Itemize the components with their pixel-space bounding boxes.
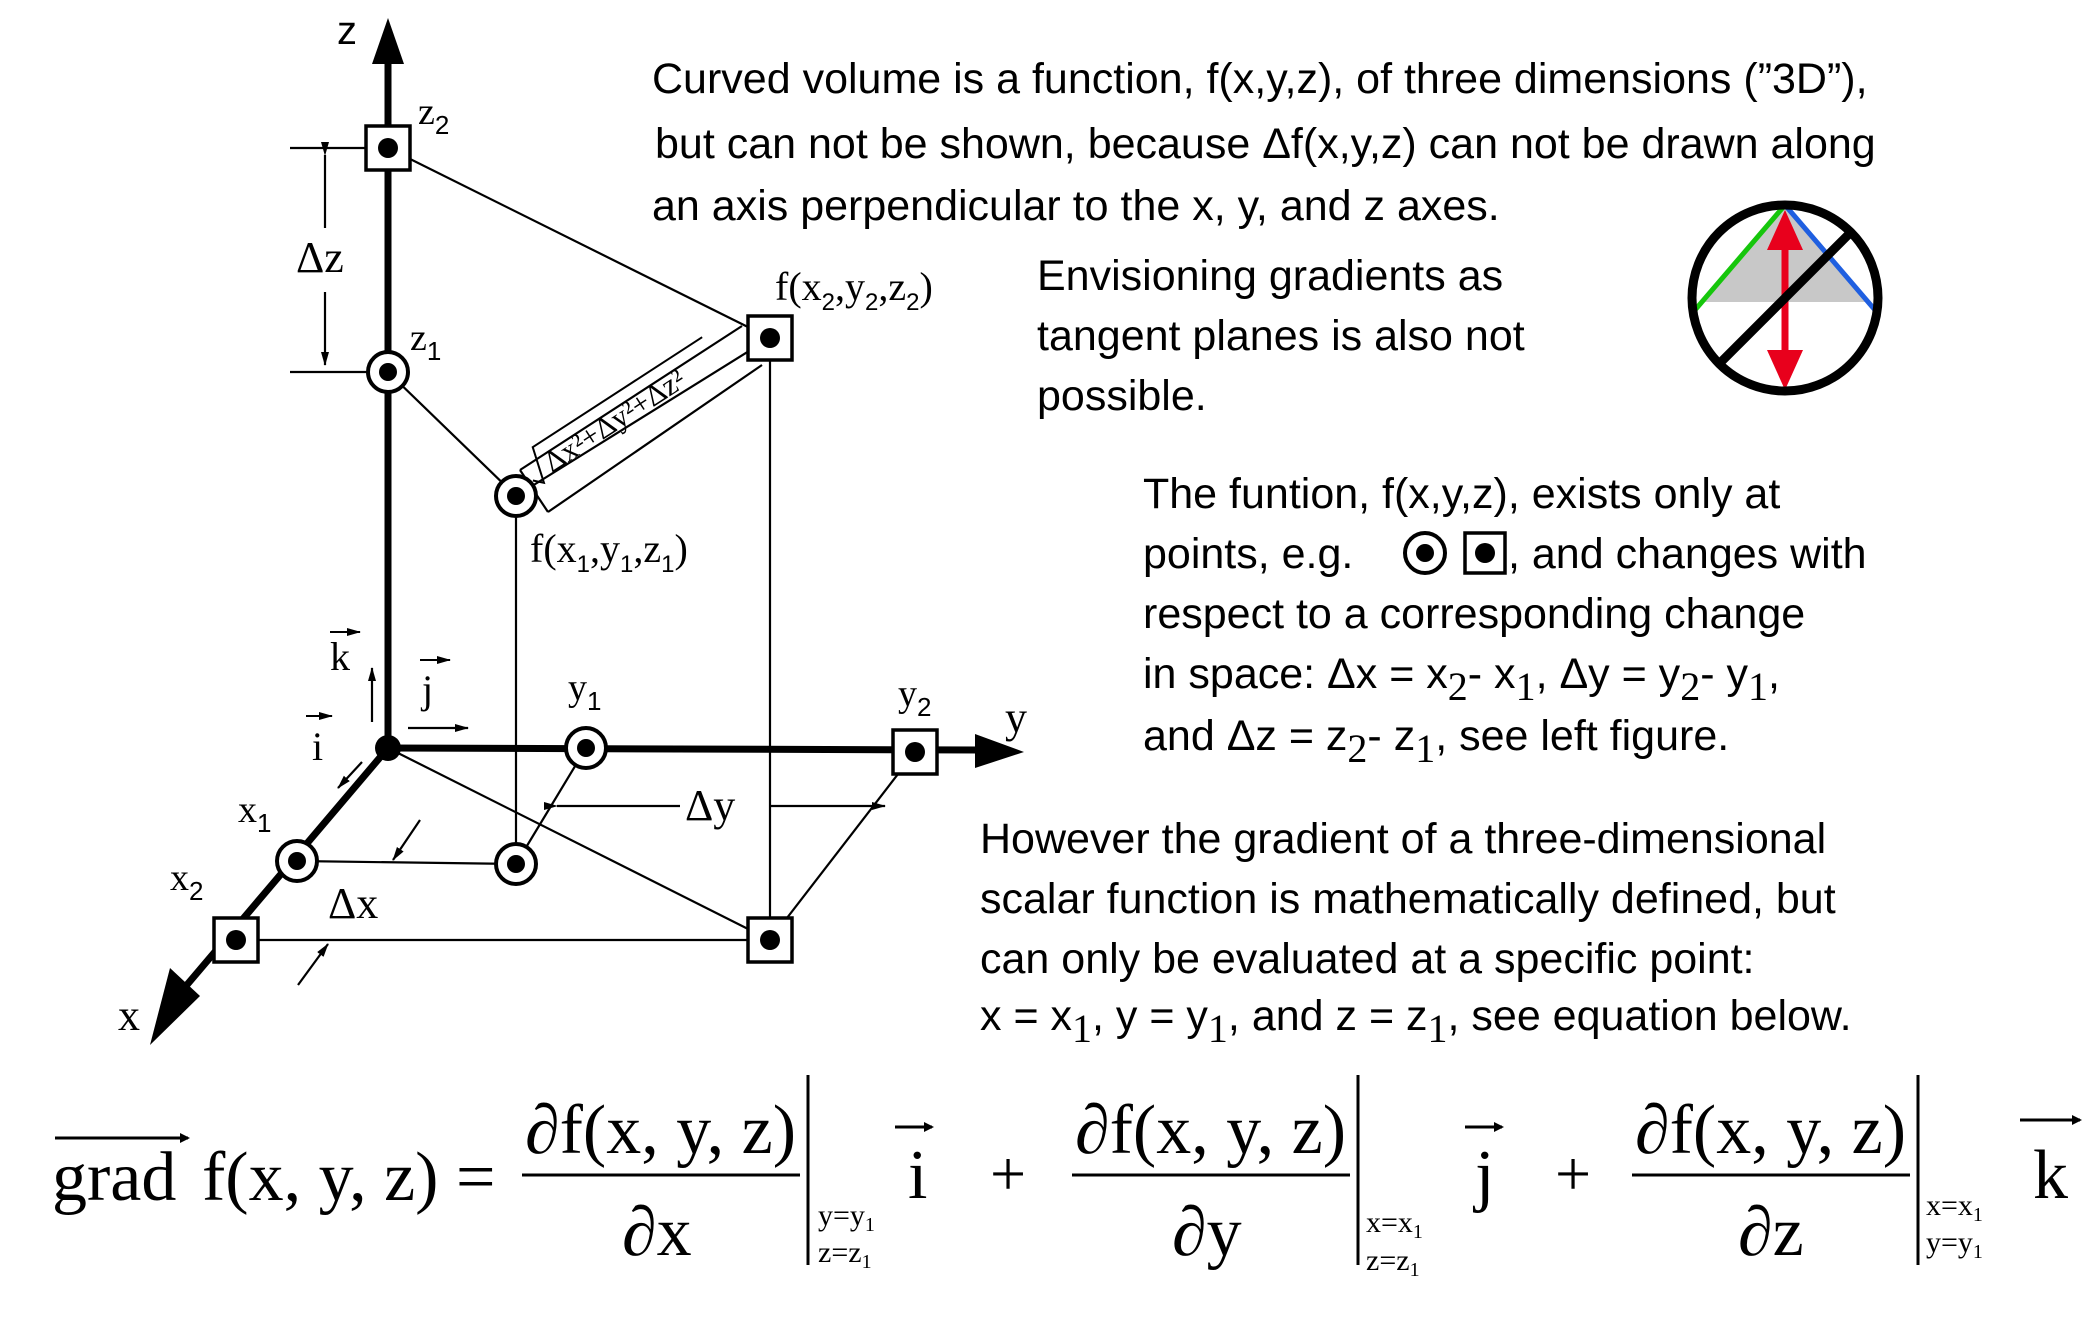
unit-j-label: j (420, 667, 433, 712)
eq-eval-z-1: x=x1 (1926, 1189, 1983, 1226)
marker-z1 (366, 350, 410, 394)
p2-line-2: tangent planes is also not (1037, 312, 1525, 360)
eq-eval-z-2: y=y1 (1926, 1226, 1983, 1263)
eq-num-y: ∂f(x, y, z) (1075, 1092, 1346, 1169)
p4-line-4: x = x1, y = y1, and z = z1, see equation… (980, 992, 1852, 1051)
marker-y2 (891, 728, 939, 776)
x2-label: x2 (170, 857, 203, 906)
eq-eval-x-2: z=z1 (818, 1236, 872, 1273)
p3-line-4: in space: Δx = x2- x1, Δy = y2- y1, (1143, 650, 1780, 709)
eq-num-x: ∂f(x, y, z) (525, 1092, 796, 1169)
inline-square-marker (1463, 531, 1507, 575)
p3-line-2b: , and changes with (1508, 530, 1867, 578)
unit-i-label: i (312, 724, 323, 769)
marker-f1 (494, 474, 538, 518)
marker-x1 (275, 839, 319, 883)
prohibition-sign-icon (1687, 200, 1883, 396)
eq-num-z: ∂f(x, y, z) (1635, 1092, 1906, 1169)
eq-eval-y-2: z=z1 (1366, 1244, 1420, 1281)
y-axis (387, 744, 981, 754)
axis-x-label: x (118, 991, 140, 1040)
dz-label: Δz (296, 233, 344, 282)
marker-f2 (746, 314, 794, 362)
eq-unit-k: k (2033, 1137, 2068, 1214)
p2-line-1: Envisioning gradients as (1037, 252, 1503, 300)
eq-eval-x-1: y=y1 (818, 1199, 875, 1236)
x-axis-arrowhead (150, 968, 200, 1045)
z-axis-arrowhead (372, 18, 404, 64)
paragraph-2: Envisioning gradients as tangent planes … (1037, 252, 1525, 420)
p3-line-3: respect to a corresponding change (1143, 590, 1805, 638)
marker-x1y1 (494, 842, 538, 886)
inline-circle-marker (1403, 531, 1447, 575)
eq-plus-1: + (990, 1138, 1026, 1209)
dx-label: Δx (328, 879, 378, 928)
axis-z-label: z (337, 9, 357, 53)
marker-x2y2 (746, 916, 794, 964)
svg-text:Δx²+Δy²+Δz²: Δx²+Δy²+Δz² (538, 363, 692, 479)
y-axis-arrowhead (975, 734, 1024, 768)
origin-point (375, 735, 401, 761)
z2-label: z2 (418, 91, 449, 140)
f-x2-label: f(x2,y2,z2) (775, 264, 933, 316)
box-lines (236, 142, 916, 986)
x1-label: x1 (238, 789, 271, 838)
eq-plus-2: + (1555, 1138, 1591, 1209)
eq-den-y: ∂y (1172, 1194, 1242, 1271)
eq-grad: grad (52, 1139, 176, 1216)
p1-line-3: an axis perpendicular to the x, y, and z… (652, 182, 1500, 230)
p3-line-5: and Δz = z2- z1, see left figure. (1143, 712, 1729, 771)
p3-line-1: The funtion, f(x,y,z), exists only at (1143, 470, 1780, 518)
p1-line-2: but can not be shown, because Δf(x,y,z) … (655, 120, 1876, 168)
z1-label: z1 (410, 317, 441, 366)
marker-y1 (564, 726, 608, 770)
eq-lhs-func: f(x, y, z) = (202, 1139, 495, 1216)
f-x1-label: f(x1,y1,z1) (530, 526, 688, 578)
p4-line-1: However the gradient of a three-dimensio… (980, 815, 1826, 863)
p2-line-3: possible. (1037, 372, 1207, 420)
dy-label: Δy (685, 781, 735, 830)
p1-line-1: Curved volume is a function, f(x,y,z), o… (652, 55, 1868, 103)
p4-line-2: scalar function is mathematically define… (980, 875, 1836, 923)
paragraph-3: The funtion, f(x,y,z), exists only at po… (1143, 470, 1867, 771)
marker-x2 (212, 916, 260, 964)
eq-den-x: ∂x (622, 1194, 692, 1271)
eq-unit-i: i (908, 1137, 927, 1214)
eq-den-z: ∂z (1738, 1194, 1804, 1271)
unit-k-label: k (330, 634, 350, 679)
square-markers (212, 124, 939, 964)
y1-label: y1 (568, 667, 601, 716)
paragraph-4: However the gradient of a three-dimensio… (980, 815, 1852, 1051)
eq-eval-y-1: x=x1 (1366, 1206, 1423, 1243)
axis-y-label: y (1005, 693, 1027, 742)
eq-unit-j: j (1472, 1137, 1494, 1214)
circle-markers (275, 350, 608, 886)
marker-z2 (364, 124, 412, 172)
coordinate-diagram (150, 18, 1024, 1045)
p3-line-2: points, e.g. (1143, 530, 1353, 578)
p4-line-3: can only be evaluated at a specific poin… (980, 935, 1755, 983)
paragraph-1: Curved volume is a function, f(x,y,z), o… (652, 55, 1876, 230)
y2-label: y2 (898, 673, 931, 722)
gradient-equation: grad f(x, y, z) = ∂f(x, y, z) ∂x y=y1 z=… (52, 1075, 2082, 1281)
